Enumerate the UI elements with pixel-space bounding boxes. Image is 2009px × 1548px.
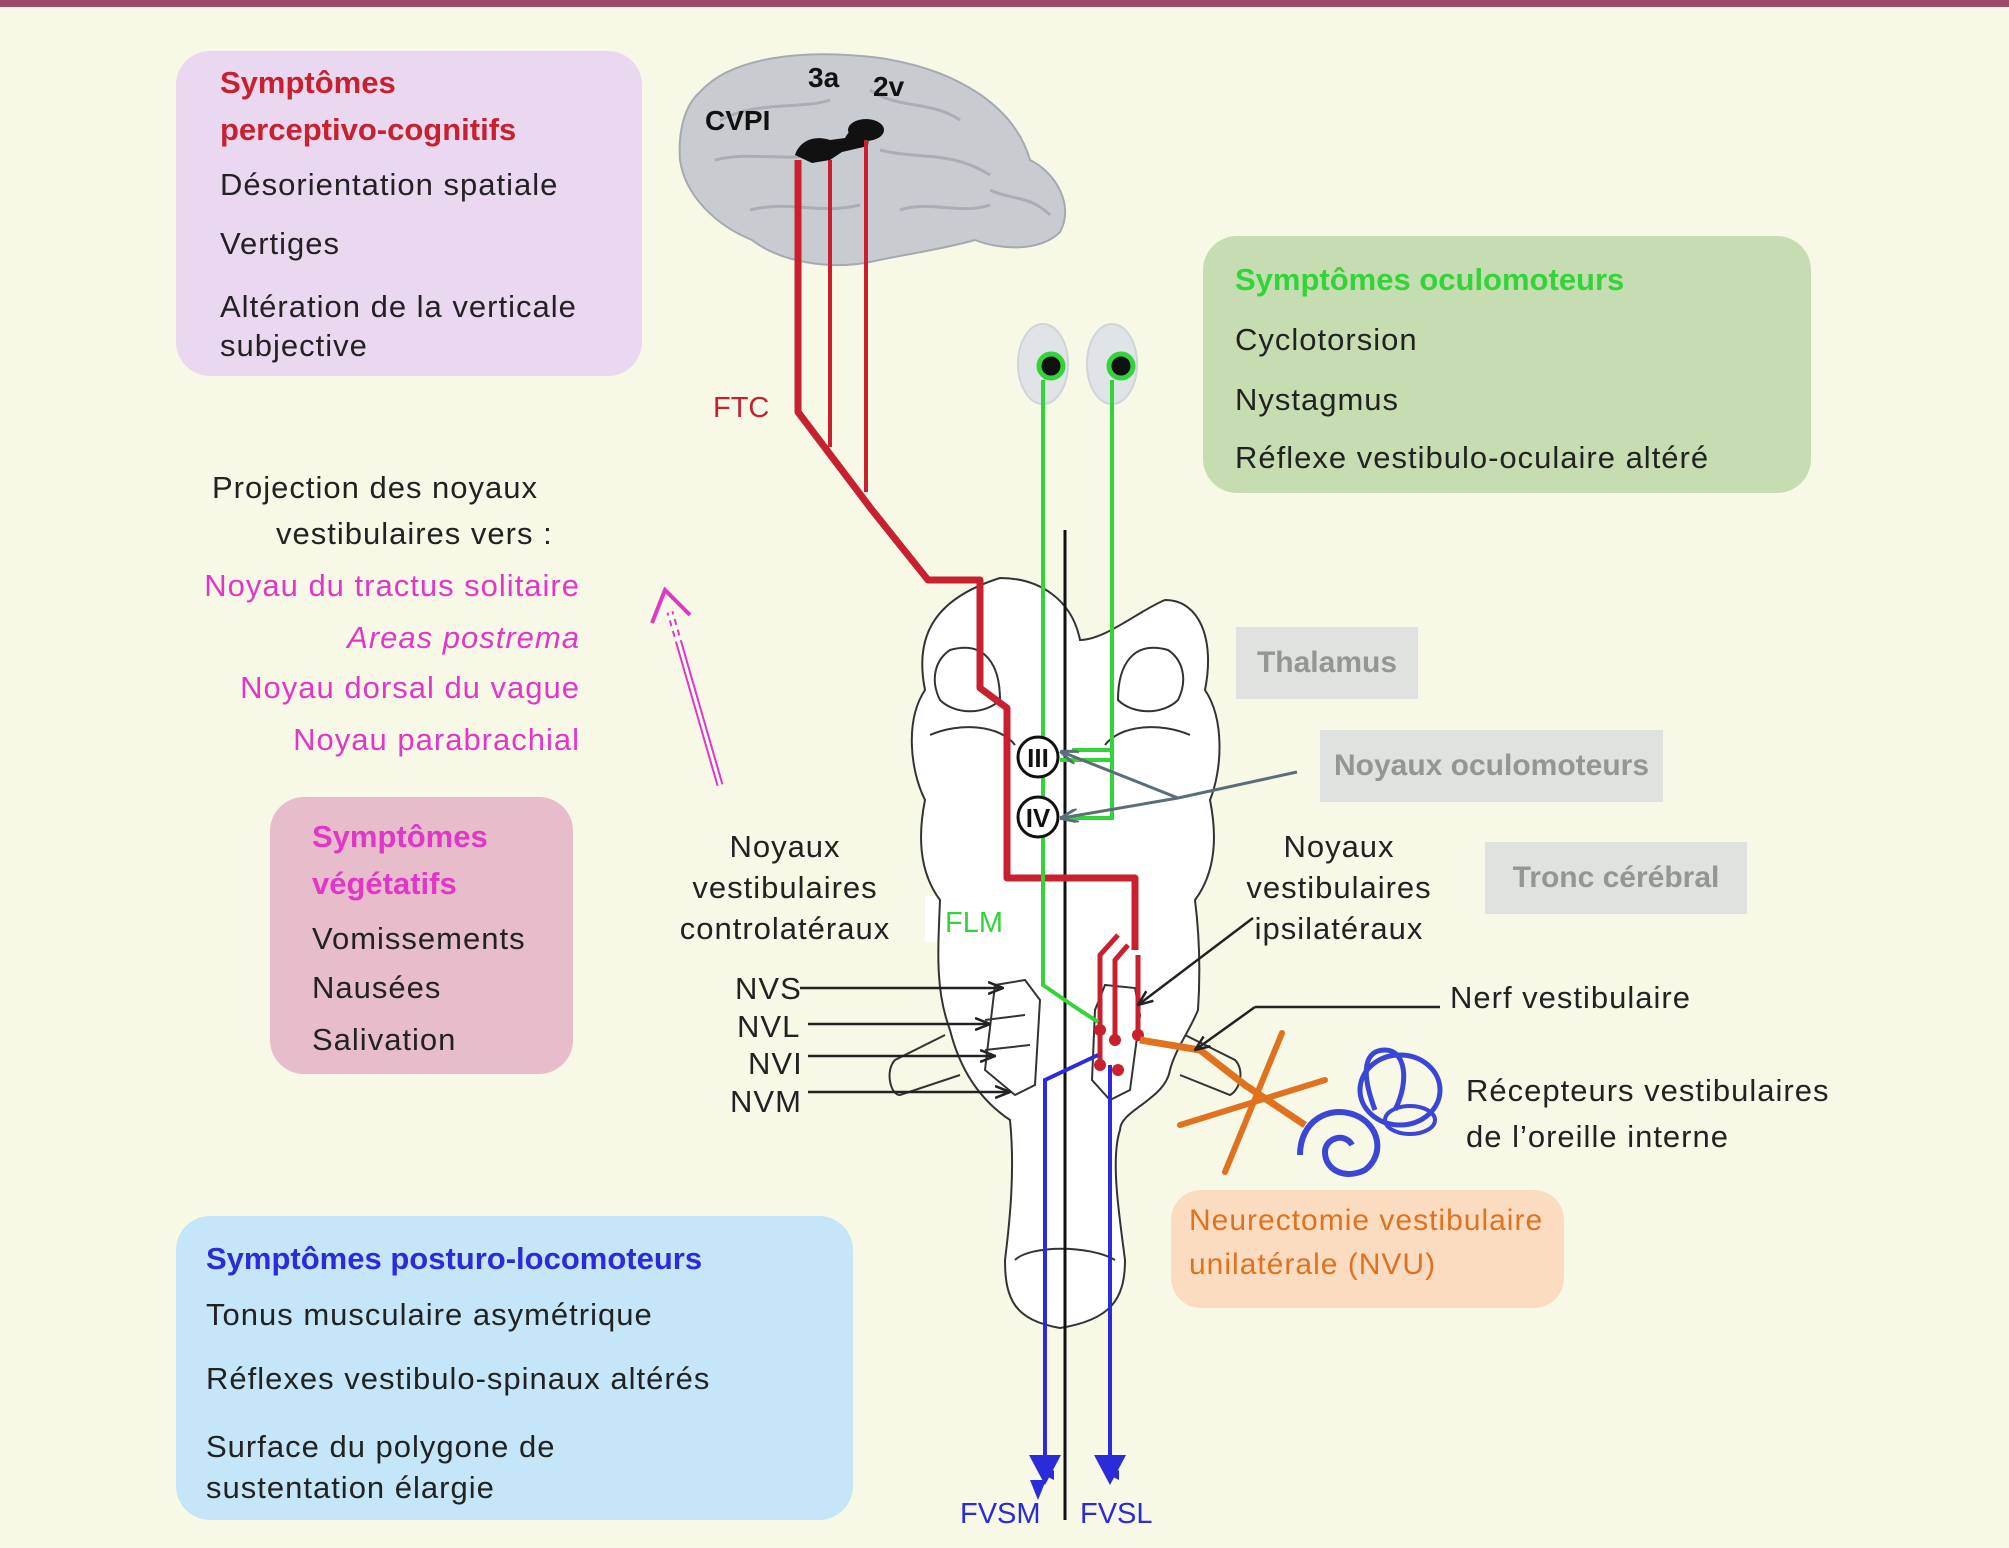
projection-heading-line2: vestibulaires vers :	[276, 516, 553, 551]
oculomotor-box: Symptômes oculomoteurs Cyclotorsion Nyst…	[1203, 236, 1811, 493]
receptors-label: Récepteurs vestibulaires de l’oreille in…	[1466, 1068, 1829, 1160]
postural-item: Réflexes vestibulo-spinaux altérés	[206, 1361, 711, 1396]
vegetative-box: Symptômes végétatifs Vomissements Nausée…	[270, 797, 573, 1074]
neurectomy-line1: Neurectomie vestibulaire	[1189, 1204, 1544, 1237]
brain-illustration	[678, 53, 1067, 267]
fvsm-label: FVSM	[960, 1498, 1041, 1530]
contralateral-line3: controlatéraux	[679, 911, 891, 946]
vegetative-item: Salivation	[312, 1022, 457, 1057]
receptors-line1: Récepteurs vestibulaires	[1466, 1073, 1830, 1108]
projection-target: Noyau parabrachial	[293, 722, 580, 757]
oculomotor-item: Cyclotorsion	[1235, 322, 1418, 357]
brainstem-tag: Tronc cérébral	[1485, 842, 1747, 914]
postural-item: Tonus musculaire asymétrique	[206, 1297, 653, 1332]
neurectomy-line2: unilatérale (NVU)	[1189, 1248, 1437, 1281]
projection-heading-line1: Projection des noyaux	[212, 470, 539, 505]
perceptive-item: Désorientation spatiale	[220, 167, 559, 202]
vegetative-item: Vomissements	[312, 921, 526, 956]
receptors-line2: de l’oreille interne	[1466, 1119, 1729, 1154]
thalamus-tag: Thalamus	[1236, 627, 1418, 699]
neurectomy-box: Neurectomie vestibulaire unilatérale (NV…	[1171, 1190, 1564, 1308]
projection-target: Noyau dorsal du vague	[240, 670, 580, 705]
projection-target: Noyau du tractus solitaire	[204, 568, 580, 603]
vestibular-nerve	[1139, 1030, 1328, 1175]
ipsilateral-nuclei-label: Noyaux vestibulaires ipsilatéraux	[1229, 826, 1449, 949]
projection-target: Areas postrema	[347, 620, 580, 655]
oculomotor-pointer-lines	[1062, 752, 1298, 818]
area-3a-label: 3a	[808, 62, 840, 93]
contralateral-nuclei-label: Noyaux vestibulaires controlatéraux	[670, 826, 900, 949]
contralateral-line2: vestibulaires	[692, 870, 878, 905]
nvm-label: NVM	[730, 1084, 802, 1119]
oculomotor-item: Réflexe vestibulo-oculaire altéré	[1235, 440, 1710, 475]
oculomotor-nuclei-tag: Noyaux oculomoteurs	[1320, 730, 1663, 802]
top-rule	[0, 0, 2009, 7]
perceptive-cognitive-title: Symptômes perceptivo-cognitifs	[220, 65, 517, 147]
nvs-label: NVS	[735, 971, 802, 1006]
ipsilateral-line1: Noyaux	[1283, 829, 1395, 864]
ftc-label: FTC	[713, 392, 769, 424]
fvsl-label: FVSL	[1080, 1498, 1153, 1530]
ipsilateral-line3: ipsilatéraux	[1254, 911, 1424, 946]
eyes-illustration	[1017, 323, 1138, 405]
fvsm-arrowhead	[1029, 1455, 1061, 1485]
fvsl-arrowhead	[1094, 1455, 1126, 1485]
fvs-pathways	[1030, 1053, 1119, 1500]
oculomotor-title: Symptômes oculomoteurs	[1235, 262, 1625, 297]
nvi-label: NVI	[748, 1046, 803, 1081]
nucleus-iii-label: III	[1027, 743, 1049, 773]
oculomotor-nuclei	[1016, 735, 1060, 839]
leader-lines	[800, 917, 1440, 1092]
area-2v-label: 2v	[873, 71, 905, 102]
nucleus-iv-label: IV	[1026, 803, 1051, 833]
postural-locomotor-title: Symptômes posturo-locomoteurs	[206, 1241, 703, 1276]
postural-item: Surface du polygone de sustentation élar…	[206, 1429, 556, 1505]
ipsilateral-line2: vestibulaires	[1246, 870, 1432, 905]
postural-locomotor-box: Symptômes posturo-locomoteurs Tonus musc…	[176, 1216, 853, 1520]
perceptive-cognitive-box: Symptômes perceptivo-cognitifs Désorient…	[176, 51, 642, 376]
projection-arrow	[650, 586, 724, 786]
vegetative-item: Nausées	[312, 970, 442, 1005]
cvpi-label: CVPI	[705, 105, 770, 136]
contralateral-line1: Noyaux	[729, 829, 841, 864]
vegetative-title: Symptômes végétatifs	[312, 819, 488, 901]
oculomotor-item: Nystagmus	[1235, 382, 1400, 417]
nvl-label: NVL	[737, 1009, 801, 1044]
perceptive-item: Vertiges	[220, 226, 341, 261]
perceptive-item: Altération de la verticale subjective	[220, 289, 577, 363]
flm-label: FLM	[945, 907, 1003, 939]
ftc-pathway	[794, 140, 1144, 1076]
inner-ear-illustration	[1297, 1047, 1443, 1177]
vestibular-nerve-label: Nerf vestibulaire	[1450, 980, 1691, 1015]
